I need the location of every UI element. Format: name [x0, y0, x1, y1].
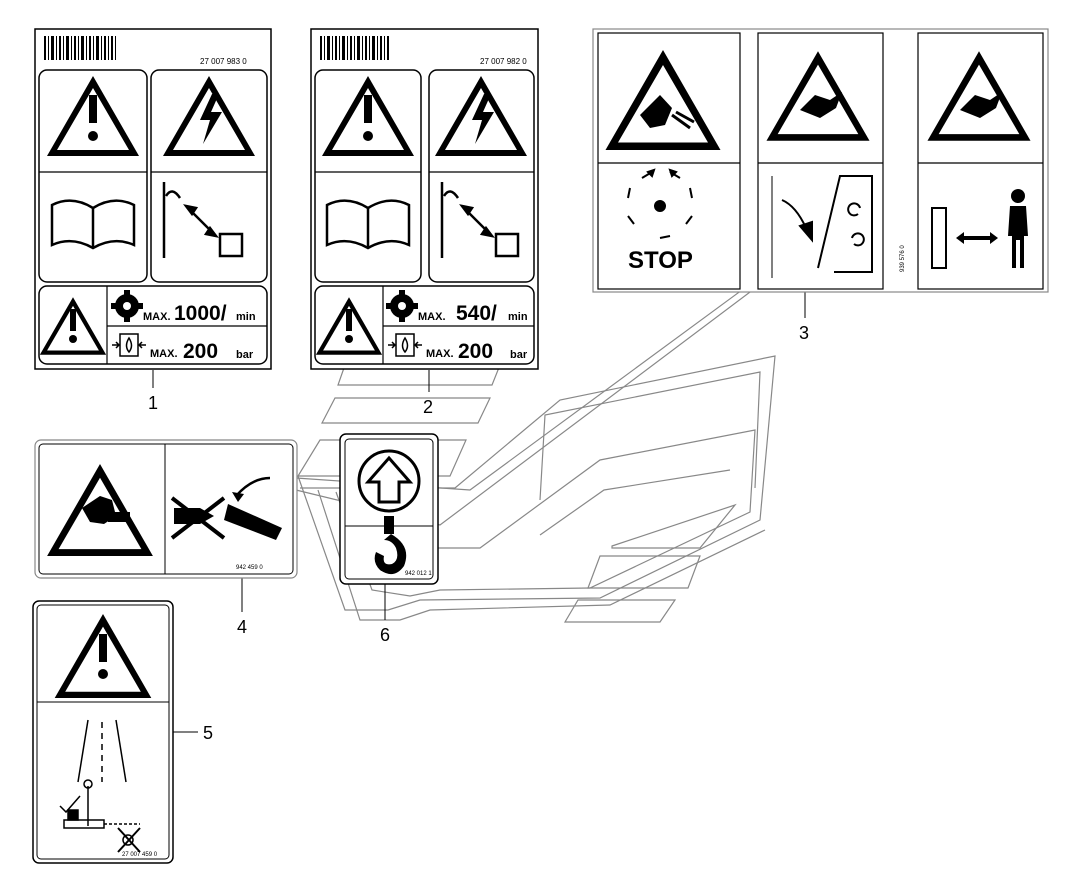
decal-5: 27 007 459 0: [32, 600, 174, 864]
callout-1: 1: [148, 393, 158, 413]
speed-prefix: MAX.: [418, 311, 446, 323]
lifting-hook-icon: [374, 516, 407, 575]
crush-point-icon: [170, 476, 282, 540]
lift-up-icon: [357, 449, 421, 513]
pressure-value: 200: [458, 340, 493, 363]
pressure-value: 200: [183, 340, 218, 363]
part-number: 27 007 982 0: [480, 57, 527, 66]
rotating-parts-icon: [627, 168, 693, 239]
manual-book-icon: [325, 199, 411, 250]
hydraulic-pressure-icon: [112, 333, 146, 357]
part-number: 27 007 983 0: [200, 57, 247, 66]
part-number: 27 007 459 0: [122, 852, 158, 858]
part-number: 942 459 0: [236, 565, 263, 571]
callout-6: 6: [380, 625, 390, 645]
clearance-distance-icon: [440, 182, 520, 258]
decal-1: 27 007 983 0: [34, 28, 272, 370]
hydraulic-pressure-icon: [388, 333, 422, 357]
pressure-prefix: MAX.: [150, 348, 178, 360]
decal-3: STOP 939 576 0: [592, 28, 1049, 293]
callout-3: 3: [799, 323, 809, 343]
decal-6: 942 012 1: [339, 433, 439, 585]
barcode: [44, 36, 116, 60]
pressure-unit: bar: [510, 349, 528, 361]
rotation-direction-icon: [771, 175, 873, 278]
decal-4: 942 459 0: [34, 439, 298, 579]
stop-label: STOP: [628, 247, 693, 274]
manual-book-icon: [50, 199, 136, 250]
part-number: 942 012 1: [405, 571, 432, 577]
callout-numbers: 1 2 3 4 5 6: [148, 323, 809, 743]
road-transport-icon: [77, 719, 127, 783]
safe-distance-icon: [931, 189, 1028, 269]
callout-5: 5: [203, 723, 213, 743]
speed-prefix: MAX.: [143, 311, 171, 323]
clearance-distance-icon: [162, 182, 244, 258]
callout-2: 2: [423, 397, 433, 417]
speed-unit: min: [508, 311, 528, 323]
speed-value: 1000/: [174, 302, 227, 325]
speed-unit: min: [236, 311, 256, 323]
gear-icon: [111, 290, 143, 322]
pressure-unit: bar: [236, 349, 254, 361]
callout-4: 4: [237, 617, 247, 637]
leader-lines: [152, 292, 806, 733]
transport-lock-icon: [59, 779, 141, 853]
gear-icon: [386, 290, 418, 322]
pressure-prefix: MAX.: [426, 348, 454, 360]
barcode: [320, 36, 389, 60]
part-number: 939 576 0: [900, 245, 906, 272]
decal-2: 27 007 982 0: [310, 28, 539, 370]
speed-value: 540/: [456, 302, 497, 325]
